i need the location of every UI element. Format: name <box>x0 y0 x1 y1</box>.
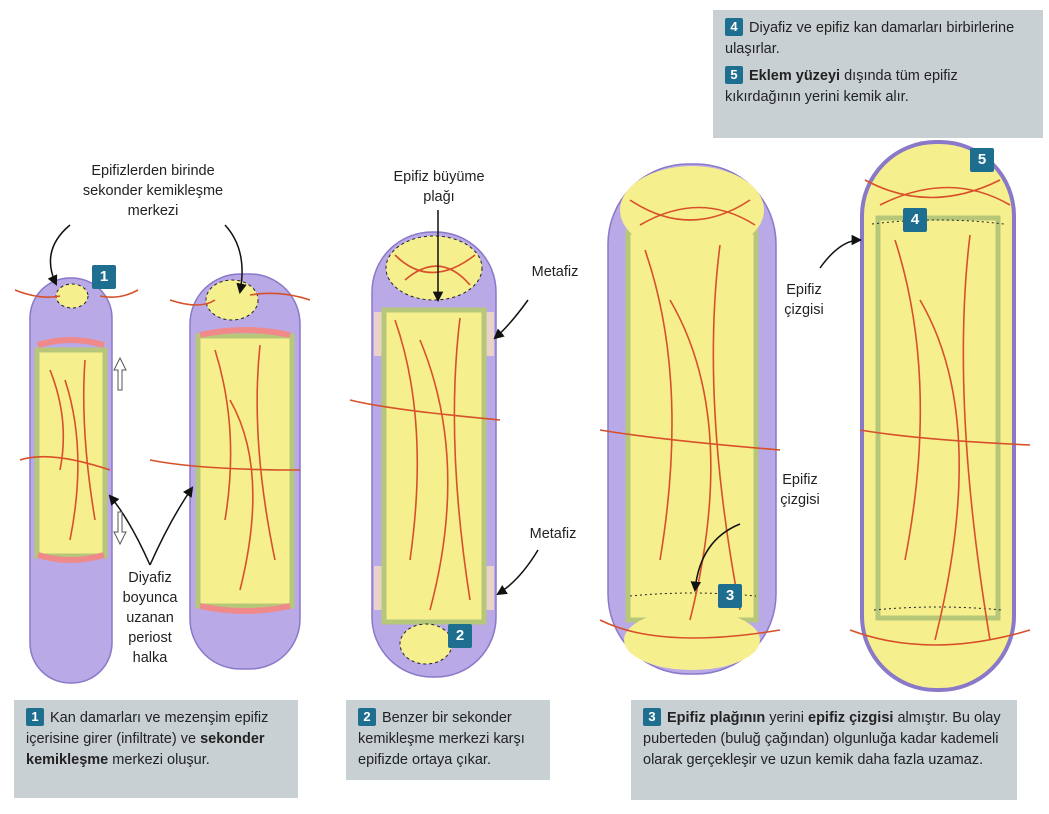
label-metaphysis-top: Metafiz <box>520 262 590 282</box>
label-periost-ring: Diyafiz boyunca uzanan periost halka <box>118 568 182 668</box>
step-number-badge: 3 <box>643 708 661 726</box>
step-number-badge: 2 <box>358 708 376 726</box>
bone-stage-2 <box>350 232 500 677</box>
marker-4: 4 <box>903 208 927 232</box>
bone-stage-3 <box>600 164 780 674</box>
marker-1: 1 <box>92 265 116 289</box>
label-growth-plate: Epifiz büyüme plağı <box>374 167 504 207</box>
bone-stage-4-5 <box>850 142 1030 690</box>
marker-3: 3 <box>718 584 742 608</box>
label-epiphyseal-line-a: Epifiz çizgisi <box>774 280 834 320</box>
marker-5: 5 <box>970 148 994 172</box>
label-secondary-center: Epifizlerden birinde sekonder kemikleşme… <box>68 161 238 221</box>
label-metaphysis-bottom: Metafiz <box>518 524 588 544</box>
label-epiphyseal-line-b: Epifiz çizgisi <box>770 470 830 510</box>
step-number-badge: 1 <box>26 708 44 726</box>
marker-2: 2 <box>448 624 472 648</box>
